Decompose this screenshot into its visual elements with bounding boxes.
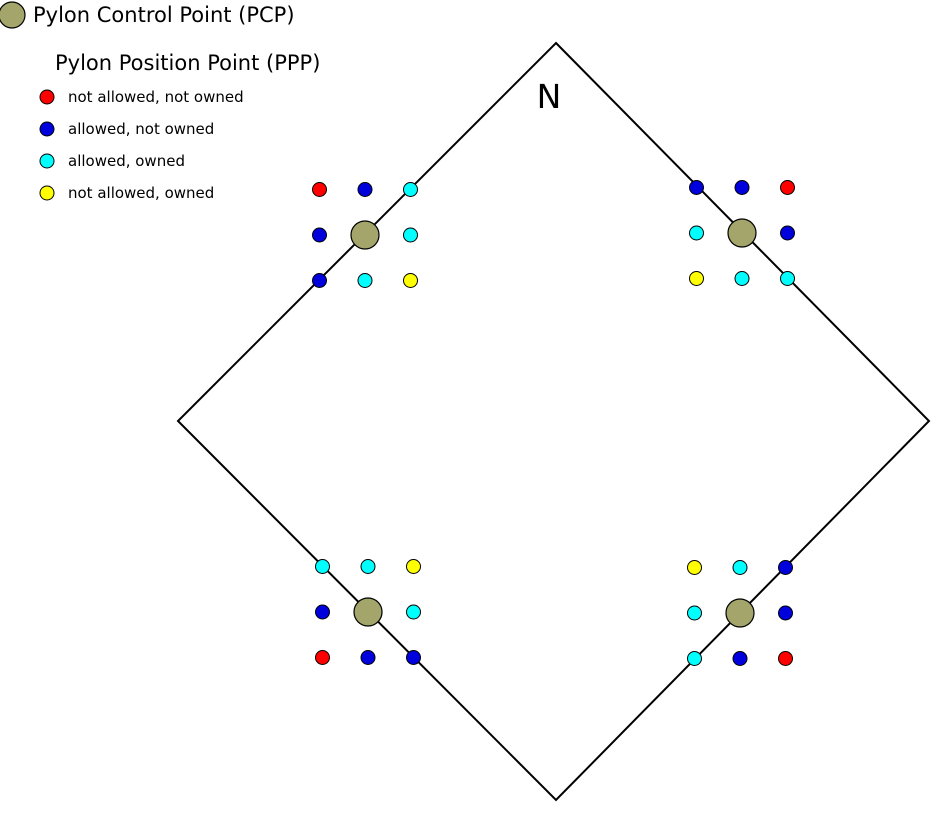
- ppp-bottom-right-r2c0-cyan: [687, 651, 702, 666]
- ppp-legend-title: Pylon Position Point (PPP): [55, 51, 320, 75]
- ppp-bottom-left-r2c2-blue: [406, 650, 421, 665]
- legend-items: not allowed, not owned allowed, not owned…: [39, 88, 244, 202]
- ppp-bottom-right-r2c2-red: [778, 651, 793, 666]
- ppp-bottom-right-r1c0-cyan: [687, 605, 702, 621]
- pcp-legend-label: Pylon Control Point (PCP): [33, 3, 295, 27]
- diamond-outline: [176, 41, 931, 802]
- ppp-top-right-r1c2-blue: [780, 225, 795, 241]
- ppp-top-left-r0c2-cyan: [403, 182, 418, 197]
- ppp-top-left-r2c1-cyan: [357, 273, 373, 288]
- ppp-bottom-left-r0c1-cyan: [360, 559, 376, 574]
- ppp-bottom-right-r0c0-yellow: [687, 560, 702, 575]
- ppp-top-left-r0c1-blue: [357, 182, 373, 197]
- legend-swatch-cyan: [39, 153, 55, 169]
- legend-swatch-yellow: [39, 185, 55, 201]
- legend-swatch-blue: [39, 121, 55, 137]
- ppp-bottom-left-r2c0-red: [315, 650, 330, 665]
- ppp-top-left-r1c2-cyan: [403, 227, 418, 243]
- pcp-bottom-right: [725, 598, 755, 628]
- legend-label-red: not allowed, not owned: [68, 88, 244, 106]
- ppp-bottom-right-r2c1-blue: [732, 651, 748, 666]
- pcp-top-right: [727, 218, 757, 248]
- ppp-top-left-r1c0-blue: [312, 227, 327, 243]
- ppp-top-left-r0c0-red: [312, 182, 327, 197]
- ppp-top-left-r2c0-blue: [312, 273, 327, 288]
- legend-label-blue: allowed, not owned: [68, 120, 214, 138]
- ppp-bottom-right-r0c1-cyan: [732, 560, 748, 575]
- legend-label-yellow: not allowed, owned: [68, 184, 214, 202]
- ppp-top-right-r0c2-red: [780, 180, 795, 195]
- ppp-top-right-r2c2-cyan: [780, 271, 795, 286]
- pcp-bottom-left: [353, 597, 383, 627]
- north-label: N: [537, 77, 562, 116]
- ppp-bottom-left-r1c0-blue: [315, 604, 330, 620]
- legend-swatch-red: [39, 89, 55, 105]
- pylon-points-layer: [312, 180, 795, 666]
- ppp-top-right-r2c1-cyan: [734, 271, 750, 286]
- pcp-top-left: [350, 220, 380, 250]
- ppp-top-right-r2c0-yellow: [689, 271, 704, 286]
- ppp-bottom-left-r2c1-blue: [360, 650, 376, 665]
- legend-label-cyan: allowed, owned: [68, 152, 185, 170]
- legend: Pylon Control Point (PCP) Pylon Position…: [0, 1, 320, 202]
- ppp-top-right-r0c0-blue: [689, 180, 704, 195]
- ppp-bottom-left-r0c2-yellow: [406, 559, 421, 574]
- ppp-top-right-r1c0-cyan: [689, 225, 704, 241]
- ppp-bottom-left-r1c2-cyan: [406, 604, 421, 620]
- ppp-bottom-left-r0c0-cyan: [315, 559, 330, 574]
- ppp-top-right-r0c1-blue: [734, 180, 750, 195]
- pcp-legend-swatch: [0, 1, 26, 29]
- ppp-bottom-right-r0c2-blue: [778, 560, 793, 575]
- ppp-bottom-right-r1c2-blue: [778, 605, 793, 621]
- ppp-top-left-r2c2-yellow: [403, 273, 418, 288]
